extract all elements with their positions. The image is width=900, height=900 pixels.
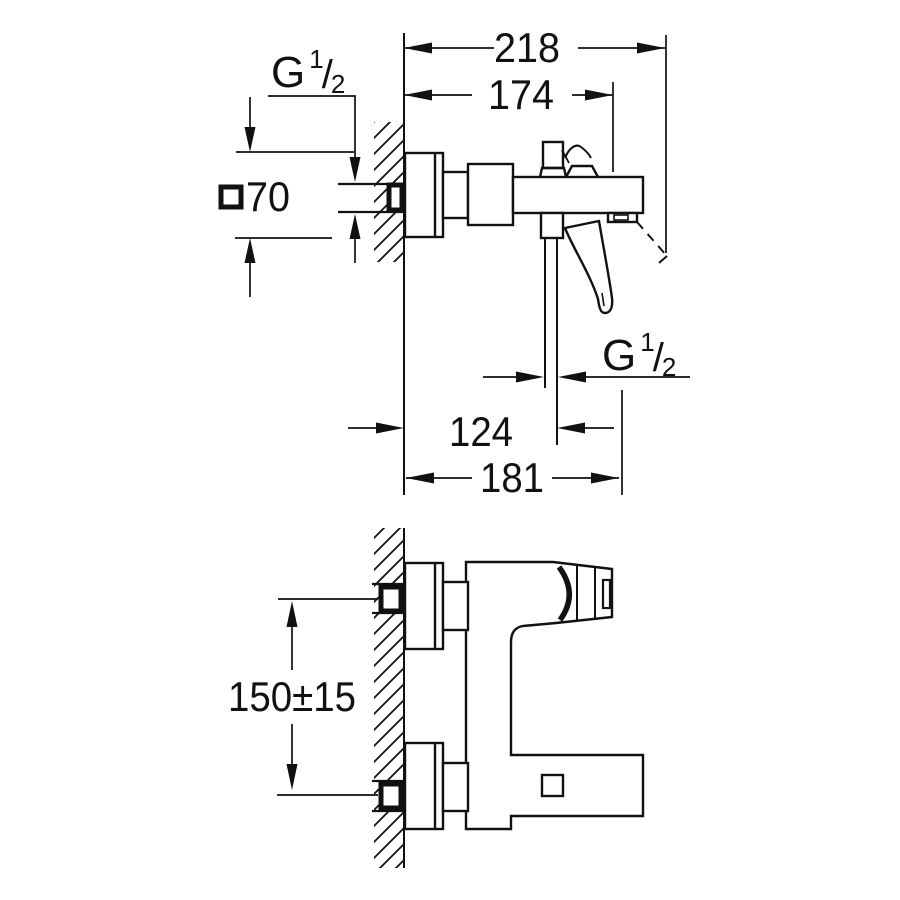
lever-arc: [564, 144, 592, 159]
aerator: [606, 211, 639, 224]
mixer-body: [511, 175, 645, 215]
flow-direction-tip: [658, 255, 668, 264]
dim-70-label: 70: [246, 173, 290, 220]
faucet-front-view: [403, 560, 645, 831]
knob-base: [538, 166, 568, 178]
faucet-silhouette: [464, 560, 645, 831]
wall-plate-side: [403, 151, 445, 239]
arrowhead: [637, 42, 665, 54]
arrowhead: [585, 89, 613, 101]
handle-grip-arc: [556, 565, 572, 622]
square-symbol: [218, 184, 244, 210]
inlet-nipple: [378, 584, 404, 614]
dim-124-label: 124: [449, 408, 513, 455]
lower-wall-plate: [403, 741, 445, 831]
faucet-side-view: [403, 140, 668, 445]
front-view: 150±15: [228, 528, 645, 868]
dim-218: 218: [404, 24, 667, 253]
arrowhead: [558, 371, 586, 383]
arrowhead: [557, 422, 585, 434]
dim-150: 150±15: [228, 598, 378, 796]
inlet-nipple: [378, 781, 404, 811]
arrowhead: [244, 238, 256, 263]
lower-inlet: [372, 779, 404, 813]
dim-150-label: 150±15: [228, 673, 356, 720]
mounting-block: [466, 162, 515, 227]
connector-neck: [441, 170, 470, 220]
arrowhead: [286, 764, 298, 790]
arrowhead: [406, 472, 434, 484]
lever-knob: [541, 140, 565, 170]
arrowhead: [244, 127, 256, 152]
arrowhead: [404, 89, 432, 101]
upper-inlet: [372, 582, 404, 615]
dim-181: 181: [406, 390, 623, 501]
aerator-slot: [613, 214, 629, 221]
wall-section-bottom: [374, 528, 405, 868]
dim-174-label: 174: [488, 71, 554, 118]
upper-wall-plate: [403, 561, 445, 651]
dim-218-label: 218: [494, 24, 560, 71]
arrowhead: [349, 157, 361, 182]
upper-neck: [441, 580, 470, 632]
supply-pipe-side: [338, 182, 405, 214]
flow-direction-dashed: [636, 221, 668, 257]
arrowhead: [404, 42, 432, 54]
shower-outlet-block: [539, 211, 565, 240]
arrowhead: [376, 422, 404, 434]
arrowhead: [286, 601, 298, 627]
wall-hatch-bottom: [374, 528, 404, 868]
inlet-nipple: [386, 182, 405, 213]
dim-181-label: 181: [480, 454, 544, 501]
dim-124: 124: [348, 408, 614, 455]
leader-line: [268, 95, 356, 157]
spout-square-port: [540, 773, 565, 798]
lower-neck: [441, 761, 470, 813]
dim-174: 174: [404, 71, 614, 172]
dim-70: 70: [218, 97, 354, 297]
lever-hub: [564, 164, 600, 178]
arrowhead: [591, 472, 619, 484]
handle-end-button: [601, 578, 612, 610]
lever-handle-down: [563, 219, 614, 315]
arrowhead: [349, 214, 361, 239]
arrowhead: [516, 371, 544, 383]
